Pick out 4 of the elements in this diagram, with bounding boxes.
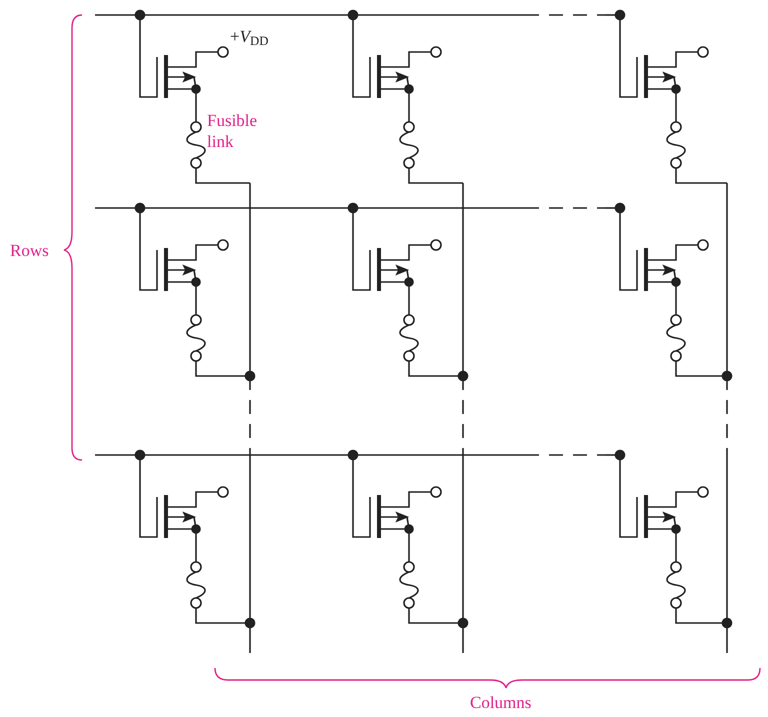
supply-voltage-label: +V$_{DD}$ (230, 26, 268, 50)
fuse-label: Fusible link (207, 110, 258, 152)
rows-label: Rows (10, 240, 49, 262)
columns-label: Columns (470, 692, 532, 714)
